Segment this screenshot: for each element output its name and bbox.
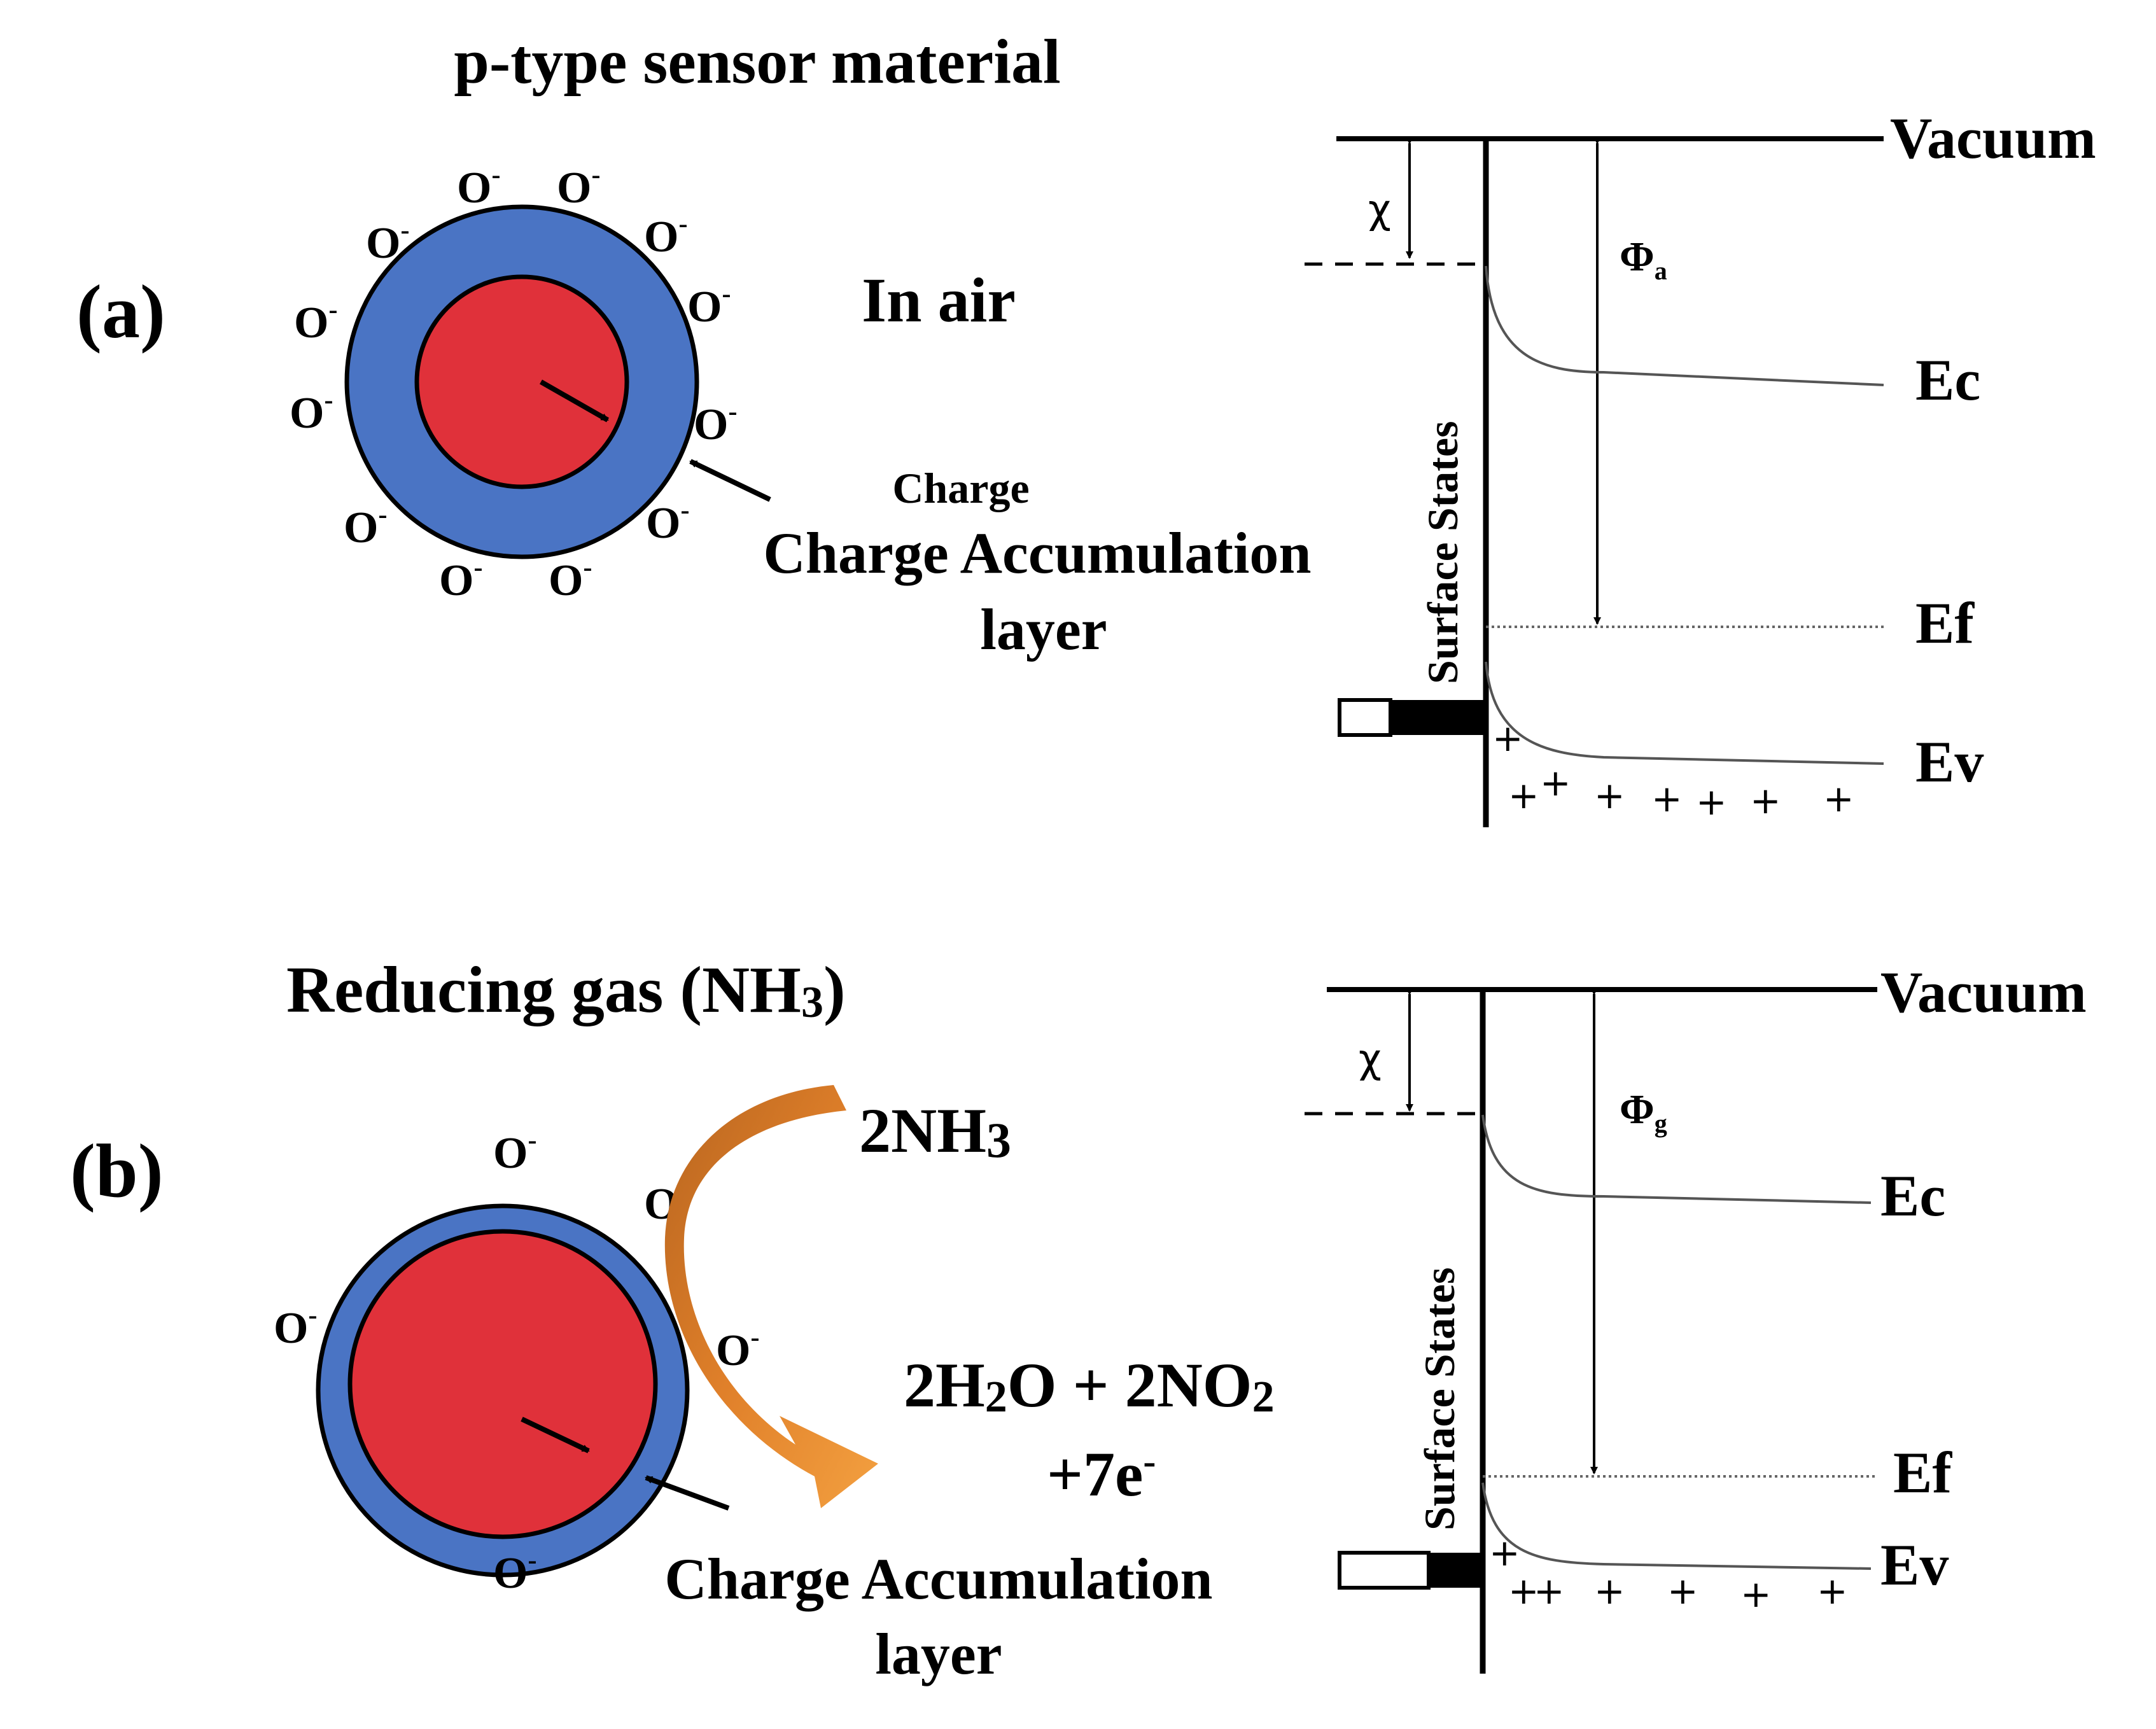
oxygen-ion: O-	[274, 1301, 317, 1353]
oxygen-ion: O-	[439, 553, 482, 605]
accumulation-layer-label-b-line2: layer	[875, 1621, 1002, 1686]
figure-title: p-type sensor material	[454, 26, 1061, 97]
chi-label-b: χ	[1359, 1035, 1382, 1082]
holes-a: + + + + + + + +	[1492, 717, 1854, 823]
work-function-label-a: Φa	[1620, 234, 1667, 285]
grain-core-a	[414, 274, 629, 489]
oxygen-ion: O-	[646, 496, 689, 548]
hole-plus: +	[1508, 1569, 1539, 1613]
ef-label-b: Ef	[1893, 1440, 1952, 1505]
hole-plus: +	[1696, 780, 1727, 823]
valence-band-b	[1481, 1482, 1872, 1570]
hole-plus: +	[1750, 779, 1781, 822]
hole-plus: +	[1817, 1569, 1848, 1613]
panel-b-label: (b)	[70, 1128, 164, 1213]
grain-core-b	[347, 1229, 658, 1539]
hole-plus: +	[1651, 777, 1683, 820]
condition-label-a: In air	[862, 265, 1016, 335]
adsorbed-oxygen-ions-a: O- O- O- O- O- O- O- O- O- O- O- O-	[290, 160, 737, 605]
core-radius-arrow-b	[521, 1417, 590, 1453]
ef-label-a: Ef	[1915, 591, 1975, 655]
conduction-band-b	[1481, 1114, 1872, 1204]
surface-states-label-b: Surface States	[1415, 1267, 1464, 1530]
adsorbed-oxygen-ions-b: O- O- O- O- O-	[274, 1126, 759, 1598]
ec-label-a: Ec	[1915, 347, 1980, 412]
surface-state-filled-a	[1390, 700, 1486, 735]
charge-small-label: Charge	[892, 464, 1029, 512]
oxygen-ion: O-	[344, 500, 387, 552]
valence-band-a	[1485, 661, 1884, 765]
oxygen-ion: O-	[457, 160, 500, 213]
condition-label-b: Reducing gas (NH3)	[286, 953, 846, 1027]
oxygen-ion: O-	[687, 279, 731, 332]
oxygen-ion: O-	[549, 553, 592, 605]
work-function-label-b: Φg	[1620, 1086, 1667, 1138]
surface-states-label-a: Surface States	[1418, 421, 1467, 684]
hole-plus: +	[1508, 774, 1539, 817]
hole-plus: +	[1540, 761, 1571, 804]
accumulation-layer-label-a-line2: layer	[980, 597, 1107, 662]
ec-label-b: Ec	[1880, 1163, 1945, 1228]
oxygen-ion: O-	[557, 160, 600, 213]
vacuum-label-a: Vacuum	[1890, 106, 2096, 171]
conduction-band-a	[1485, 265, 1884, 386]
surface-state-filled-b	[1429, 1553, 1483, 1588]
oxygen-ion: O-	[644, 209, 687, 262]
band-diagram-b: Vacuum χ Φg Ec Ef Ev Surface States + + …	[1305, 960, 2087, 1674]
electrons-label: +7e-	[1047, 1439, 1156, 1509]
oxygen-ion: O-	[493, 1126, 536, 1178]
hole-plus: +	[1823, 777, 1854, 820]
grain-in-reducing-gas	[316, 1203, 690, 1578]
band-diagram-a: Vacuum χ Φa Ec Ef Ev Surface States + + …	[1305, 106, 2096, 827]
hole-plus: +	[1667, 1569, 1698, 1613]
grain-in-air	[344, 204, 699, 559]
accumulation-layer-label-b-line1: Charge Accumulation	[664, 1546, 1212, 1611]
products-label: 2H2O + 2NO2	[904, 1350, 1275, 1422]
hole-plus: +	[1489, 1531, 1520, 1574]
surface-state-empty-b	[1338, 1551, 1431, 1590]
hole-plus: +	[1594, 774, 1625, 817]
ev-label-b: Ev	[1880, 1532, 1949, 1597]
accumulation-layer-pointer-b	[645, 1475, 730, 1511]
holes-b: + + + + + + +	[1489, 1531, 1848, 1616]
vacuum-label-b: Vacuum	[1880, 960, 2087, 1025]
oxygen-ion: O-	[294, 295, 337, 347]
accumulation-layer-label-a-line1: Charge Accumulation	[763, 521, 1311, 585]
chi-label-a: χ	[1368, 186, 1391, 232]
oxygen-ion: O-	[366, 216, 409, 268]
hole-plus: +	[1492, 717, 1523, 760]
hole-plus: +	[1594, 1569, 1625, 1613]
surface-state-empty-a	[1338, 698, 1392, 737]
accumulation-layer-pointer-a	[689, 459, 771, 502]
oxygen-ion: O-	[290, 386, 333, 438]
oxygen-ion: O-	[493, 1546, 536, 1598]
core-radius-arrow-a	[540, 379, 609, 423]
hole-plus: +	[1534, 1569, 1565, 1613]
hole-plus: +	[1740, 1572, 1772, 1616]
reactant-label: 2NH3	[859, 1095, 1011, 1168]
panel-a-label: (a)	[76, 269, 165, 354]
reaction-arrow	[664, 1085, 878, 1508]
oxygen-ion: O-	[716, 1323, 759, 1375]
ev-label-a: Ev	[1915, 729, 1984, 794]
oxygen-ion: O-	[694, 397, 737, 449]
